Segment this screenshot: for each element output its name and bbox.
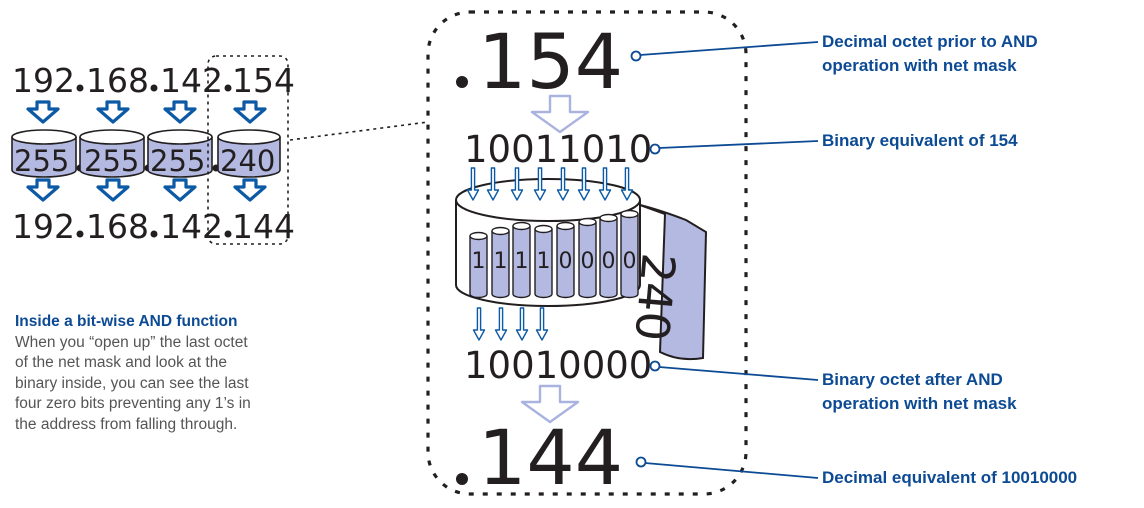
- explanation-line: of the net mask and look at the: [15, 354, 227, 371]
- result-octet-2: 168: [86, 207, 149, 246]
- top-decimal: 154: [478, 17, 623, 106]
- octet-dot: [150, 230, 158, 238]
- bit-cylinder: 0: [556, 221, 575, 299]
- down-arrow-icon: [96, 100, 130, 124]
- explanation-line: four zero bits preventing any 1’s in: [15, 395, 251, 412]
- bit-label: 1: [472, 249, 486, 274]
- bit-label: 1: [494, 249, 508, 274]
- callout-decimal-prior-line2: operation with net mask: [822, 56, 1017, 75]
- octet-dot: [224, 84, 232, 92]
- down-arrow-icon: [96, 178, 130, 202]
- explanation-line: When you “open up” the last octet: [15, 333, 248, 351]
- bit-cylinder: 1: [512, 221, 531, 299]
- explanation-line: the address from falling through.: [15, 415, 238, 433]
- callout-decimal-prior-line1: Decimal octet prior to AND: [822, 32, 1038, 51]
- mask-cylinder-1: 255: [11, 129, 77, 178]
- left-result-row: 192 168 142 144: [12, 207, 295, 246]
- down-arrow-icon: [472, 307, 486, 341]
- octet-dot: [76, 84, 84, 92]
- ip-octet-3: 142: [160, 61, 223, 100]
- mask-octet-1: 255: [14, 144, 69, 178]
- down-arrow-icon: [233, 100, 267, 124]
- callout-decimal-equiv-text: Decimal equivalent of 10010000: [822, 468, 1077, 487]
- thin-arrows-out: [472, 307, 549, 341]
- left-ip-row: 192 168 142 154: [12, 61, 295, 100]
- down-arrow-icon: [163, 178, 197, 202]
- bit-label: 1: [537, 249, 551, 274]
- bit-label: 0: [559, 249, 573, 274]
- ip-octet-4: 154: [232, 61, 295, 100]
- result-octet-3: 142: [160, 207, 223, 246]
- callout-decimal-prior: Decimal octet prior to AND operation wit…: [630, 32, 1038, 75]
- bit-cylinder: 1: [491, 226, 510, 299]
- bit-cylinder: 1: [469, 231, 488, 299]
- mask-octet-2: 255: [84, 144, 139, 178]
- callout-binary-after: Binary octet after AND operation with ne…: [649, 360, 1017, 413]
- decimal-dot: [456, 76, 468, 88]
- mask-cylinders: 255 255 255 240: [11, 129, 281, 178]
- last-octet-highlight: [207, 55, 289, 245]
- callout-binary-equiv: Binary equivalent of 154: [649, 131, 1018, 155]
- down-arrow-icon: [26, 178, 60, 202]
- explanation-heading: Inside a bit-wise AND function: [15, 313, 238, 330]
- binary-in: 10011010: [464, 128, 652, 171]
- mask-octet-3: 255: [150, 144, 205, 178]
- mask-cylinder-4: 240: [217, 129, 281, 178]
- decimal-dot: [456, 473, 468, 485]
- binary-out: 10010000: [464, 344, 652, 387]
- callout-binary-after-line1: Binary octet after AND: [822, 370, 1003, 389]
- bit-cylinder: 1: [534, 224, 553, 299]
- bit-label: 1: [515, 249, 529, 274]
- bit-label: 0: [581, 249, 595, 274]
- ip-octet-1: 192: [12, 61, 75, 100]
- ip-octet-2: 168: [86, 61, 149, 100]
- down-arrow-icon: [233, 178, 267, 202]
- mask-cylinder-2: 255: [79, 129, 145, 178]
- down-arrows-top: [26, 100, 267, 124]
- down-arrows-bottom: [26, 178, 267, 202]
- down-arrow-icon: [535, 307, 549, 341]
- explanation-line: binary inside, you can see the last: [15, 374, 249, 392]
- octet-dot: [150, 84, 158, 92]
- zoom-connector: [289, 121, 429, 141]
- octet-dot: [224, 230, 232, 238]
- bit-label: 0: [623, 249, 637, 274]
- down-arrow-icon: [515, 307, 529, 341]
- bit-cylinder: 0: [599, 213, 618, 299]
- mask-cylinder-3: 255: [147, 129, 213, 178]
- callout-decimal-equiv: Decimal equivalent of 10010000: [635, 456, 1077, 487]
- mask-octet-4: 240: [220, 144, 275, 178]
- down-arrow-icon: [494, 307, 508, 341]
- octet-dot: [76, 230, 84, 238]
- callout-binary-equiv-text: Binary equivalent of 154: [822, 131, 1018, 150]
- down-arrow-icon: [26, 100, 60, 124]
- bit-cylinder: 0: [578, 217, 597, 299]
- callout-binary-after-line2: operation with net mask: [822, 394, 1017, 413]
- barrel-top: [455, 178, 641, 222]
- bit-label: 0: [602, 249, 616, 274]
- barrel-band: [639, 204, 708, 361]
- result-octet-1: 192: [12, 207, 75, 246]
- explanation-panel: Inside a bit-wise AND function When you …: [15, 312, 355, 435]
- down-arrow-icon: [163, 100, 197, 124]
- bit-cylinder: 0: [620, 209, 639, 299]
- bottom-decimal: 144: [478, 413, 623, 502]
- result-octet-4: 144: [232, 207, 295, 246]
- zoom-frame: [426, 10, 748, 496]
